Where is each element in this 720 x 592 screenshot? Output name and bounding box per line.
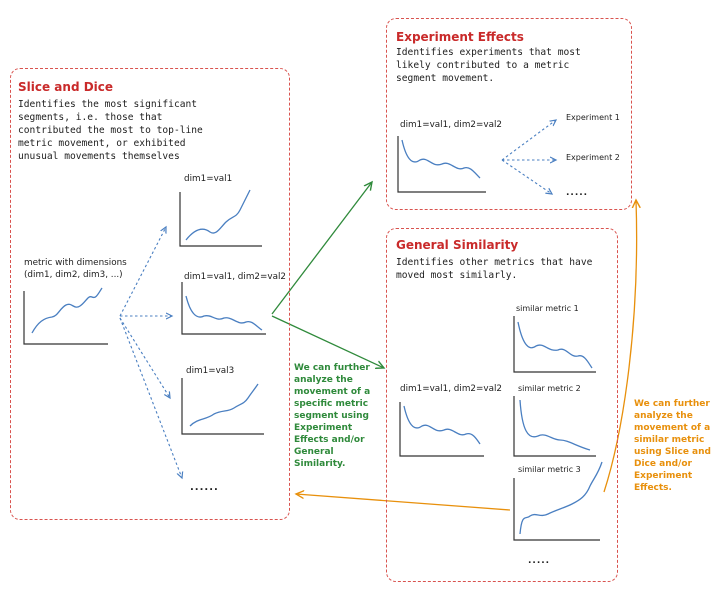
similar-metric-label-3: similar metric 3 (518, 465, 581, 474)
slice-and-dice-panel (10, 68, 290, 520)
segment-chart-3 (181, 378, 264, 435)
source-metric-label: metric with dimensions (dim1, dim2, dim3… (24, 258, 127, 280)
segment-chart-1 (179, 189, 262, 247)
more-segments-ellipsis: ...... (190, 482, 219, 493)
general-similarity-title: General Similarity (396, 238, 519, 252)
orange-arrows (296, 200, 637, 511)
general-similarity-panel (386, 228, 618, 582)
more-experiments-ellipsis: ..... (566, 188, 589, 198)
experiment-effects-panel (386, 18, 632, 210)
similar-metric-chart-1 (513, 316, 596, 373)
experiment-segment-chart (397, 136, 486, 193)
segment-label-1: dim1=val1 (184, 174, 233, 184)
segment-label-3: dim1=val3 (186, 366, 235, 376)
slice-and-dice-description: Identifies the most significant segments… (18, 99, 203, 162)
similar-metric-label-2: similar metric 2 (518, 384, 581, 393)
segment-label-2: dim1=val1, dim2=val2 (184, 272, 286, 282)
similarity-segment-chart (399, 402, 484, 457)
experiment-1-label: Experiment 1 (566, 113, 620, 122)
similar-metric-label-1: similar metric 1 (516, 304, 579, 313)
experiment-segment-label: dim1=val1, dim2=val2 (400, 120, 502, 130)
similarity-segment-label: dim1=val1, dim2=val2 (400, 384, 502, 394)
experiment-effects-title: Experiment Effects (396, 30, 524, 44)
more-similar-metrics-ellipsis: ..... (528, 556, 551, 566)
slice-and-dice-title: Slice and Dice (18, 80, 114, 94)
slice-arrows (119, 227, 182, 478)
similar-metric-chart-3 (513, 461, 603, 541)
green-note: We can further analyze the movement of a… (294, 363, 371, 469)
general-similarity-description: Identifies other metrics that have moved… (396, 257, 593, 281)
similar-metric-chart-2 (513, 396, 596, 457)
experiment-arrows (501, 120, 556, 194)
source-metric-chart (23, 287, 108, 345)
experiment-2-label: Experiment 2 (566, 153, 620, 162)
segment-chart-2 (181, 282, 266, 335)
experiment-effects-description: Identifies experiments that most likely … (396, 47, 581, 84)
orange-note: We can further analyze the movement of a… (634, 399, 711, 493)
green-arrows (271, 182, 384, 368)
